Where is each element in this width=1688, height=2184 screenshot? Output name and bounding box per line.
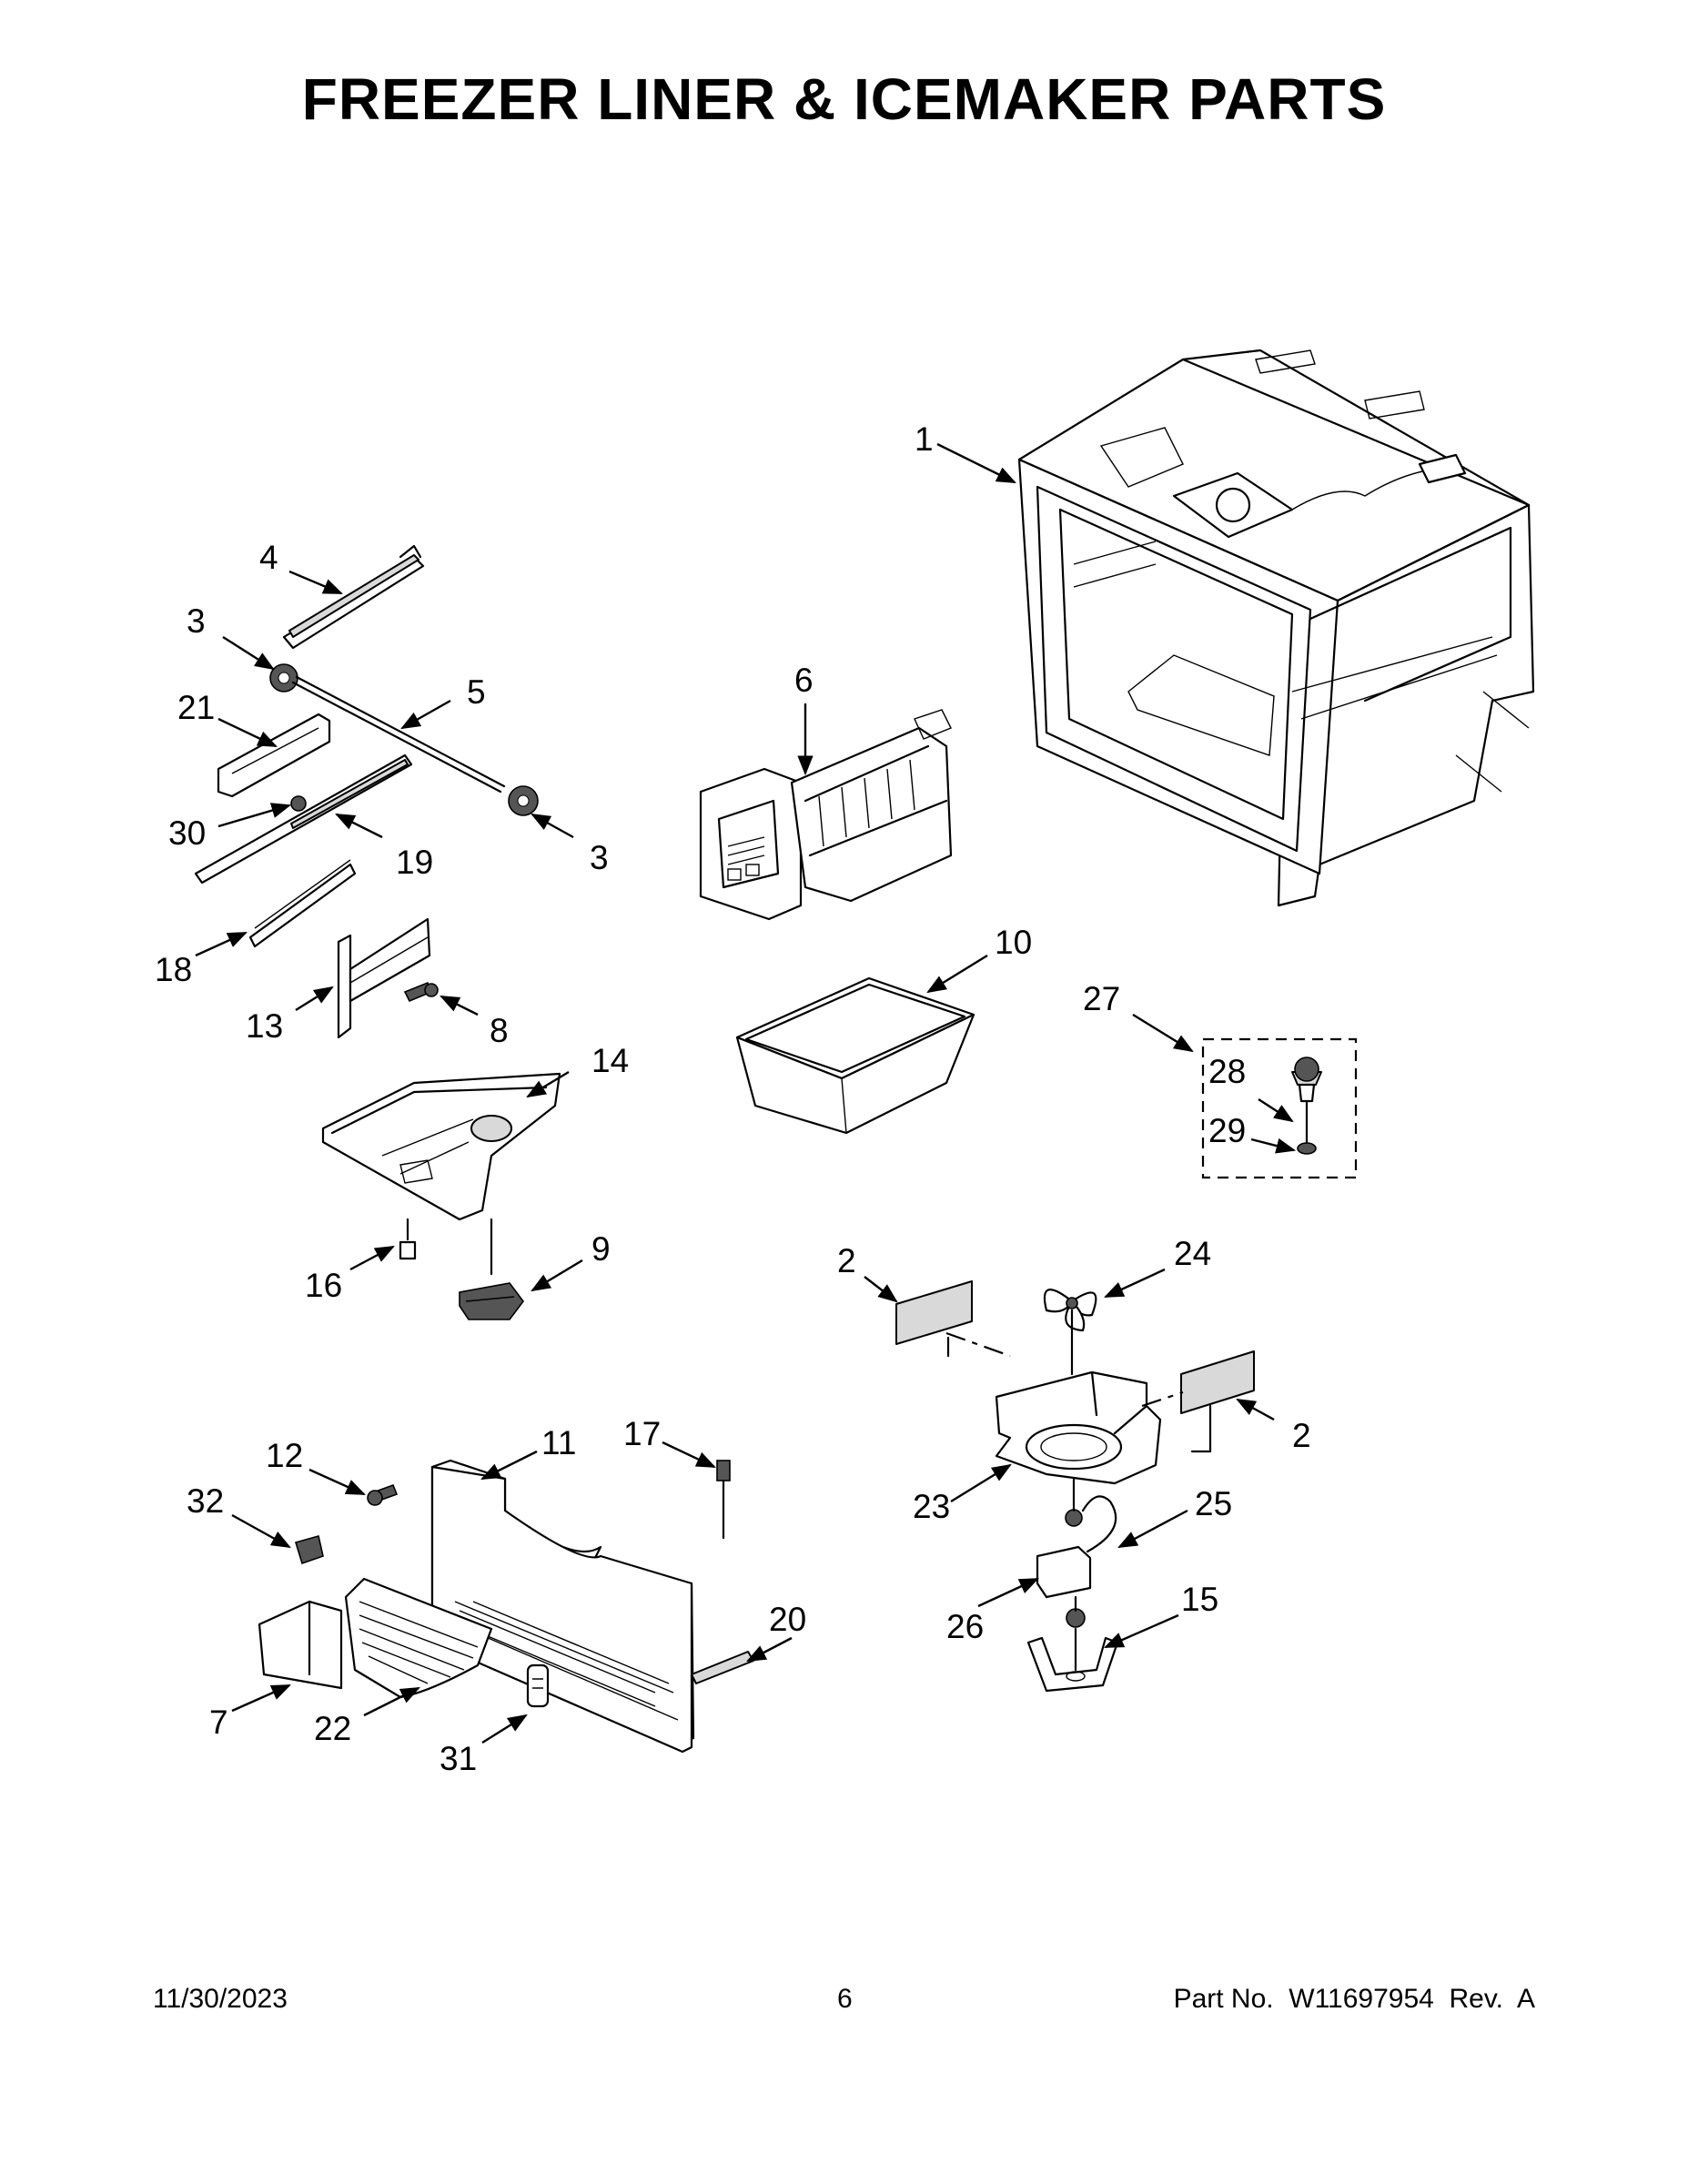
auger-motor-part-9 <box>459 1282 524 1320</box>
shaft-part-5 <box>291 675 506 794</box>
callout-13: 13 <box>246 1007 283 1045</box>
callout-31: 31 <box>440 1740 477 1777</box>
callout-26: 26 <box>946 1608 984 1645</box>
assembly-line-gasket-right <box>1141 1390 1184 1408</box>
damper-part-32 <box>294 1535 324 1565</box>
callout-15: 15 <box>1181 1581 1218 1618</box>
air-duct-part-7 <box>258 1600 343 1690</box>
callout-2-right: 2 <box>1292 1417 1311 1454</box>
callout-27: 27 <box>1083 980 1120 1017</box>
callout-labels: 1 4 3 5 21 3 30 19 6 18 13 8 10 27 14 28… <box>155 420 1311 1777</box>
callout-30: 30 <box>168 814 206 852</box>
footer-page-number: 6 <box>837 1984 853 2014</box>
ice-bin-part-10 <box>735 976 975 1135</box>
assembly-line-fan-shaft <box>1070 1309 1077 1613</box>
screw-part-30 <box>290 795 307 812</box>
callout-21: 21 <box>177 689 215 726</box>
callout-3-top: 3 <box>187 602 206 640</box>
gasket-part-2-left <box>895 1280 973 1345</box>
leader-arrows <box>195 442 1297 1744</box>
callout-18: 18 <box>155 951 192 988</box>
rail-part-4 <box>282 544 425 650</box>
callout-23: 23 <box>913 1488 950 1525</box>
slide-part-18 <box>248 859 357 948</box>
bracket-part-21 <box>217 713 331 798</box>
fan-motor-part-26 <box>1036 1509 1092 1628</box>
auger-housing-part-14 <box>321 1072 561 1221</box>
callout-1: 1 <box>915 420 934 458</box>
sprocket-part-3-bottom <box>508 785 539 816</box>
kit-box-part-27 <box>1201 1037 1358 1179</box>
fan-shroud-part-23 <box>995 1370 1162 1485</box>
callout-4: 4 <box>259 539 278 576</box>
gasket-part-2-right <box>1180 1350 1255 1414</box>
sprocket-part-3-top <box>269 663 298 693</box>
callout-12: 12 <box>266 1437 303 1474</box>
cover-panel-part-11 <box>430 1459 695 1754</box>
assembly-line-gasket-left <box>945 1331 1011 1358</box>
callout-28: 28 <box>1208 1053 1246 1090</box>
screw-part-12 <box>367 1483 399 1506</box>
callout-20: 20 <box>769 1601 806 1638</box>
callout-10: 10 <box>995 924 1032 961</box>
callout-16: 16 <box>305 1267 342 1304</box>
page-title: FREEZER LINER & ICEMAKER PARTS <box>301 66 1387 132</box>
screw-part-8 <box>403 981 439 1003</box>
callout-5: 5 <box>467 673 486 711</box>
callout-9: 9 <box>591 1230 611 1268</box>
light-part-31 <box>526 1663 550 1708</box>
footer-part-number: Part No. W11697954 Rev. A <box>1173 1984 1535 2014</box>
callout-7: 7 <box>209 1704 228 1741</box>
assembly-line-gasket2 <box>1190 1404 1212 1453</box>
callout-6: 6 <box>794 662 814 699</box>
bracket-part-13 <box>337 917 431 1039</box>
freezer-liner-part-1 <box>1017 349 1535 907</box>
icemaker-part-6 <box>699 709 953 921</box>
slide-part-19 <box>194 753 413 885</box>
callout-32: 32 <box>187 1482 224 1520</box>
assembly-line-auger <box>406 1218 493 1276</box>
fan-blade-part-24 <box>1043 1289 1097 1332</box>
callout-3-bottom: 3 <box>590 839 609 876</box>
callout-19: 19 <box>396 844 433 881</box>
motor-bracket-part-15 <box>1026 1636 1119 1693</box>
callout-25: 25 <box>1195 1485 1232 1522</box>
clip-part-16 <box>399 1240 417 1260</box>
callout-22: 22 <box>314 1710 351 1747</box>
callout-17: 17 <box>623 1415 661 1452</box>
wire-harness-part-25 <box>1081 1495 1117 1553</box>
footer-date: 11/30/2023 <box>153 1984 288 2014</box>
callout-14: 14 <box>591 1042 629 1079</box>
callout-24: 24 <box>1174 1235 1211 1272</box>
callout-11: 11 <box>541 1424 576 1461</box>
thermistor-part-17 <box>716 1460 731 1540</box>
callout-8: 8 <box>490 1012 509 1049</box>
callout-2-left: 2 <box>837 1242 856 1279</box>
foam-strip-part-20 <box>691 1651 754 1684</box>
callout-29: 29 <box>1208 1112 1246 1149</box>
